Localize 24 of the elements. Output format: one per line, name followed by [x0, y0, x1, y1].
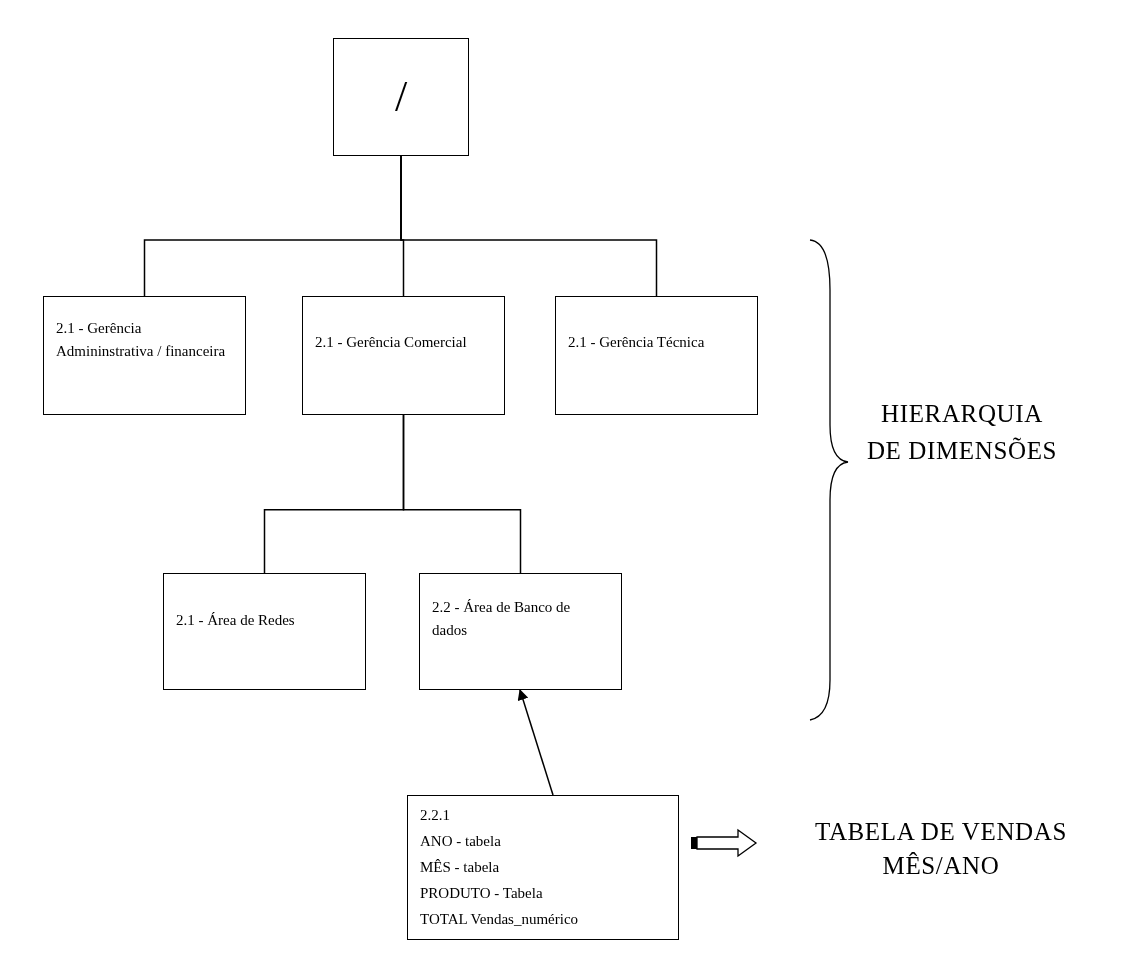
box-text: TABELA DE VENDAS MÊS/ANO: [814, 817, 1068, 881]
box-text: MÊS - tabela: [420, 858, 501, 877]
box-text: 2.2 - Área de Banco de dados: [432, 598, 572, 640]
box-text: 2.1 - Gerência Técnica: [568, 333, 706, 352]
hierarchy-box: [333, 38, 469, 156]
hollow-arrow: [691, 828, 758, 858]
box-text: TOTAL Vendas_numérico: [420, 910, 580, 929]
box-text: ANO - tabela: [420, 832, 502, 851]
box-text: 2.1 - Área de Redes: [176, 611, 296, 630]
connector-line: [402, 414, 522, 574]
box-text: 2.2.1: [420, 806, 451, 825]
hierarchy-box: [163, 573, 366, 690]
hierarchy-box: [555, 296, 758, 415]
box-text: 2.1 - Gerência Comercial: [315, 333, 468, 352]
hierarchy-box: [407, 795, 679, 940]
hierarchy-box: [419, 573, 622, 690]
side-label: HIERARQUIA DE DIMENSÕES: [865, 399, 1059, 466]
arrow: [517, 688, 554, 796]
box-text: /: [394, 71, 408, 123]
connector-line: [400, 155, 658, 297]
box-text: 2.1 - Gerência Admininstrativa / financeira: [56, 319, 227, 361]
box-text: PRODUTO - Tabela: [420, 884, 544, 903]
hierarchy-box: [43, 296, 246, 415]
hierarchy-box: [302, 296, 505, 415]
